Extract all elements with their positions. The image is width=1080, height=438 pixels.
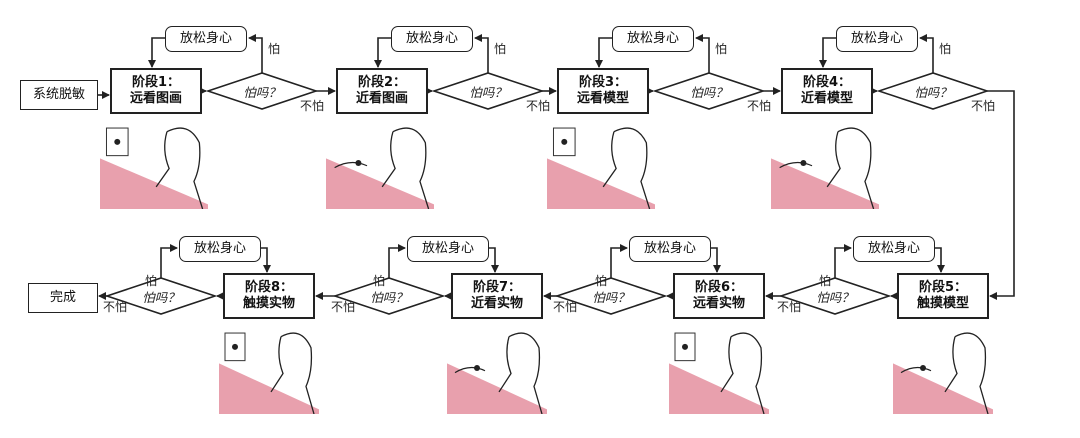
relax-box: 放松身心 bbox=[853, 236, 935, 262]
not-afraid-label: 不怕 bbox=[331, 300, 356, 314]
not-afraid-label: 不怕 bbox=[553, 300, 578, 314]
stage-desc: 近看图画 bbox=[355, 91, 408, 106]
relax-return-connector bbox=[148, 37, 165, 68]
stage-title: 阶段4： bbox=[802, 74, 852, 90]
question-diamond bbox=[332, 277, 446, 315]
stage-desc: 远看模型 bbox=[576, 91, 629, 106]
relax-return-connector bbox=[819, 37, 836, 68]
relax-box: 放松身心 bbox=[836, 26, 918, 52]
stage-box-3: 阶段3：远看模型 bbox=[557, 68, 649, 114]
end-box: 完成 bbox=[28, 283, 98, 313]
stage-box-5: 阶段5：触摸模型 bbox=[897, 273, 989, 319]
afraid-label: 怕 bbox=[145, 274, 158, 288]
afraid-connector bbox=[160, 244, 178, 278]
relax-box: 放松身心 bbox=[407, 236, 489, 262]
stage-box-8: 阶段8：触摸实物 bbox=[223, 273, 315, 319]
stage-box-2: 阶段2：近看图画 bbox=[336, 68, 428, 114]
afraid-label: 怕 bbox=[595, 274, 608, 288]
illustration-panel bbox=[893, 322, 993, 414]
question-diamond bbox=[778, 277, 892, 315]
stage-box-4: 阶段4：近看模型 bbox=[781, 68, 873, 114]
stage-title: 阶段7： bbox=[472, 279, 522, 295]
stage-desc: 远看实物 bbox=[692, 296, 745, 311]
question-diamond bbox=[104, 277, 218, 315]
afraid-connector bbox=[695, 34, 710, 73]
relax-box: 放松身心 bbox=[165, 26, 247, 52]
illustration-panel bbox=[219, 322, 319, 414]
not-afraid-label: 不怕 bbox=[300, 99, 325, 113]
relax-return-connector bbox=[489, 247, 499, 273]
afraid-label: 怕 bbox=[494, 42, 507, 56]
afraid-label: 怕 bbox=[939, 42, 952, 56]
start-label: 系统脱敏 bbox=[32, 86, 85, 102]
stage-title: 阶段3： bbox=[578, 74, 628, 90]
stage-title: 阶段6： bbox=[694, 279, 744, 295]
wrap-connector bbox=[987, 90, 1015, 300]
not-afraid-label: 不怕 bbox=[777, 300, 802, 314]
stage-box-6: 阶段6：远看实物 bbox=[673, 273, 765, 319]
question-label: 怕吗？ bbox=[370, 290, 408, 305]
illustration-panel bbox=[771, 117, 879, 209]
woman-facing-stimulus-illustration bbox=[669, 332, 769, 414]
relax-box: 放松身心 bbox=[612, 26, 694, 52]
afraid-label: 怕 bbox=[819, 274, 832, 288]
relax-return-connector bbox=[261, 247, 271, 273]
illustration-panel bbox=[547, 117, 655, 209]
start-box: 系统脱敏 bbox=[20, 80, 98, 110]
woman-facing-stimulus-illustration bbox=[447, 332, 547, 414]
woman-facing-stimulus-illustration bbox=[326, 127, 434, 209]
relax-box: 放松身心 bbox=[629, 236, 711, 262]
afraid-label: 怕 bbox=[373, 274, 386, 288]
woman-facing-stimulus-illustration bbox=[547, 127, 655, 209]
question-label: 怕吗？ bbox=[142, 290, 180, 305]
afraid-connector bbox=[248, 34, 263, 73]
illustration-panel bbox=[326, 117, 434, 209]
stage-title: 阶段8： bbox=[244, 279, 294, 295]
question-diamond bbox=[554, 277, 668, 315]
stage-desc: 远看图画 bbox=[129, 91, 182, 106]
afraid-connector bbox=[388, 244, 406, 278]
relax-return-connector bbox=[374, 37, 391, 68]
woman-facing-stimulus-illustration bbox=[771, 127, 879, 209]
relax-return-connector bbox=[711, 247, 721, 273]
question-label: 怕吗？ bbox=[914, 85, 952, 100]
afraid-connector bbox=[919, 34, 934, 73]
illustration-panel bbox=[669, 322, 769, 414]
end-label: 完成 bbox=[49, 289, 76, 305]
afraid-label: 怕 bbox=[715, 42, 728, 56]
afraid-label: 怕 bbox=[268, 42, 281, 56]
not-afraid-label: 不怕 bbox=[971, 99, 996, 113]
woman-facing-stimulus-illustration bbox=[893, 332, 993, 414]
relax-return-connector bbox=[595, 37, 612, 68]
stage-box-1: 阶段1：远看图画 bbox=[110, 68, 202, 114]
question-label: 怕吗？ bbox=[592, 290, 630, 305]
stage-box-7: 阶段7：近看实物 bbox=[451, 273, 543, 319]
question-label: 怕吗？ bbox=[243, 85, 281, 100]
stage-desc: 触摸实物 bbox=[242, 296, 295, 311]
not-afraid-label: 不怕 bbox=[526, 99, 551, 113]
stage-title: 阶段5： bbox=[918, 279, 968, 295]
woman-facing-stimulus-illustration bbox=[219, 332, 319, 414]
stage-desc: 近看实物 bbox=[470, 296, 523, 311]
afraid-connector bbox=[474, 34, 489, 73]
not-afraid-label: 不怕 bbox=[103, 300, 128, 314]
question-label: 怕吗？ bbox=[690, 85, 728, 100]
stage-desc: 触摸模型 bbox=[916, 296, 969, 311]
woman-facing-stimulus-illustration bbox=[100, 127, 208, 209]
relax-box: 放松身心 bbox=[391, 26, 473, 52]
illustration-panel bbox=[100, 117, 208, 209]
afraid-connector bbox=[834, 244, 852, 278]
stage-desc: 近看模型 bbox=[800, 91, 853, 106]
illustration-panel bbox=[447, 322, 547, 414]
relax-return-connector bbox=[935, 247, 945, 273]
stage-title: 阶段2： bbox=[357, 74, 407, 90]
stage-title: 阶段1： bbox=[131, 74, 181, 90]
question-label: 怕吗？ bbox=[816, 290, 854, 305]
question-label: 怕吗？ bbox=[469, 85, 507, 100]
not-afraid-label: 不怕 bbox=[747, 99, 772, 113]
afraid-connector bbox=[610, 244, 628, 278]
relax-box: 放松身心 bbox=[179, 236, 261, 262]
